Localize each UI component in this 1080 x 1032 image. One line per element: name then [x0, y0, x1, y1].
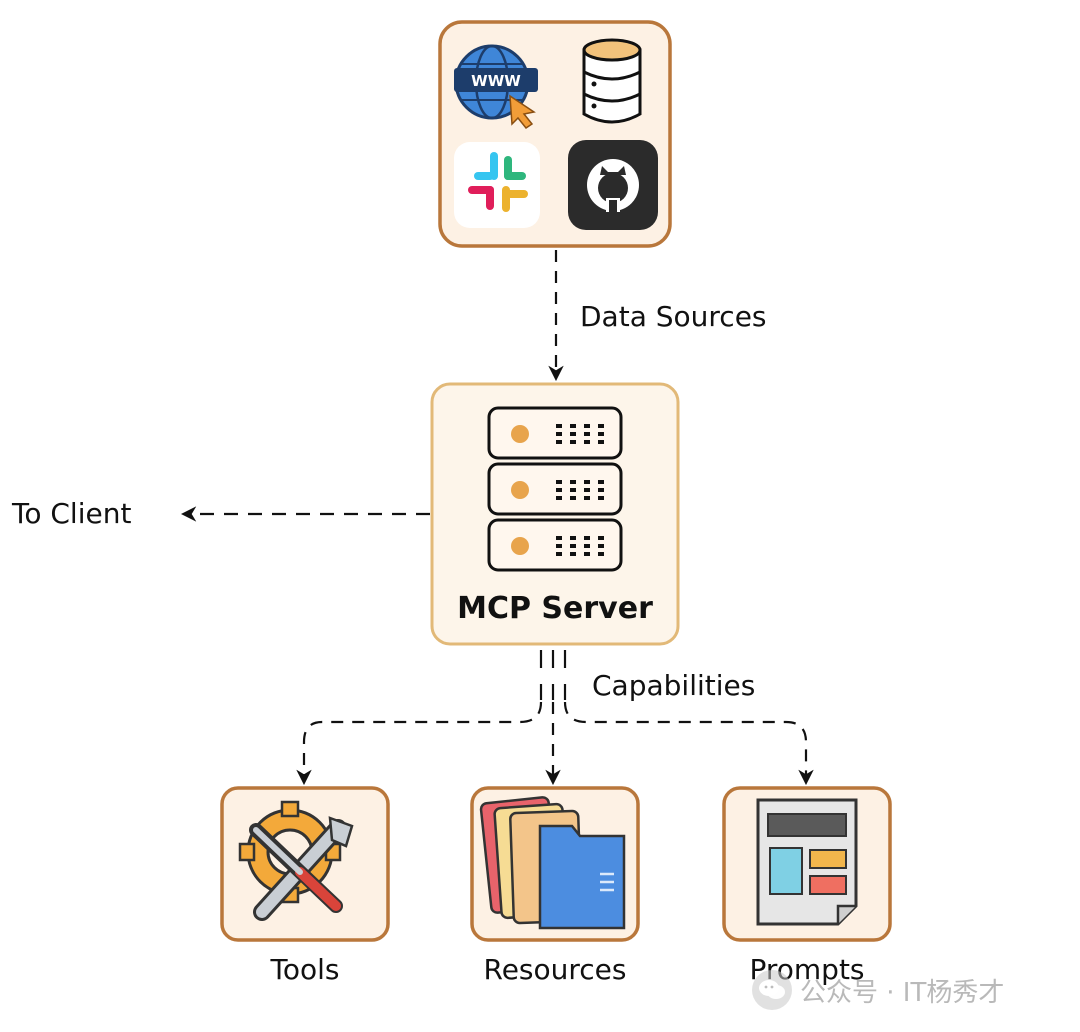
- mcp-server-box: [430, 382, 680, 646]
- server-rack-icon: [487, 406, 623, 572]
- www-globe-icon: WWW: [454, 44, 538, 130]
- tools-label: Tools: [270, 953, 340, 986]
- svg-text:WWW: WWW: [471, 72, 521, 90]
- data-sources-label: Data Sources: [580, 300, 767, 333]
- to-client-label: To Client: [12, 497, 132, 530]
- prompts-arrow: [563, 701, 814, 786]
- tools-box: [220, 786, 390, 942]
- slack-icon: [454, 142, 540, 228]
- tools-arrow: [296, 701, 543, 786]
- resources-label: Resources: [483, 953, 627, 986]
- prompts-box: [722, 786, 892, 942]
- mcp-server-label: MCP Server: [457, 591, 653, 626]
- capabilities-connector: [539, 650, 567, 700]
- prompt-document-icon: [756, 798, 858, 926]
- tools-icon: [238, 800, 354, 921]
- watermark: 公众号 · IT杨秀才: [752, 970, 1004, 1010]
- watermark-text: 公众号 · IT杨秀才: [800, 977, 1005, 1008]
- data-sources-box: WWW: [438, 20, 672, 248]
- wechat-icon: [752, 970, 792, 1010]
- resources-box: [470, 786, 640, 942]
- folders-icon: [479, 796, 626, 930]
- database-icon: [582, 38, 642, 124]
- capabilities-label: Capabilities: [592, 669, 756, 702]
- github-icon: [568, 140, 658, 230]
